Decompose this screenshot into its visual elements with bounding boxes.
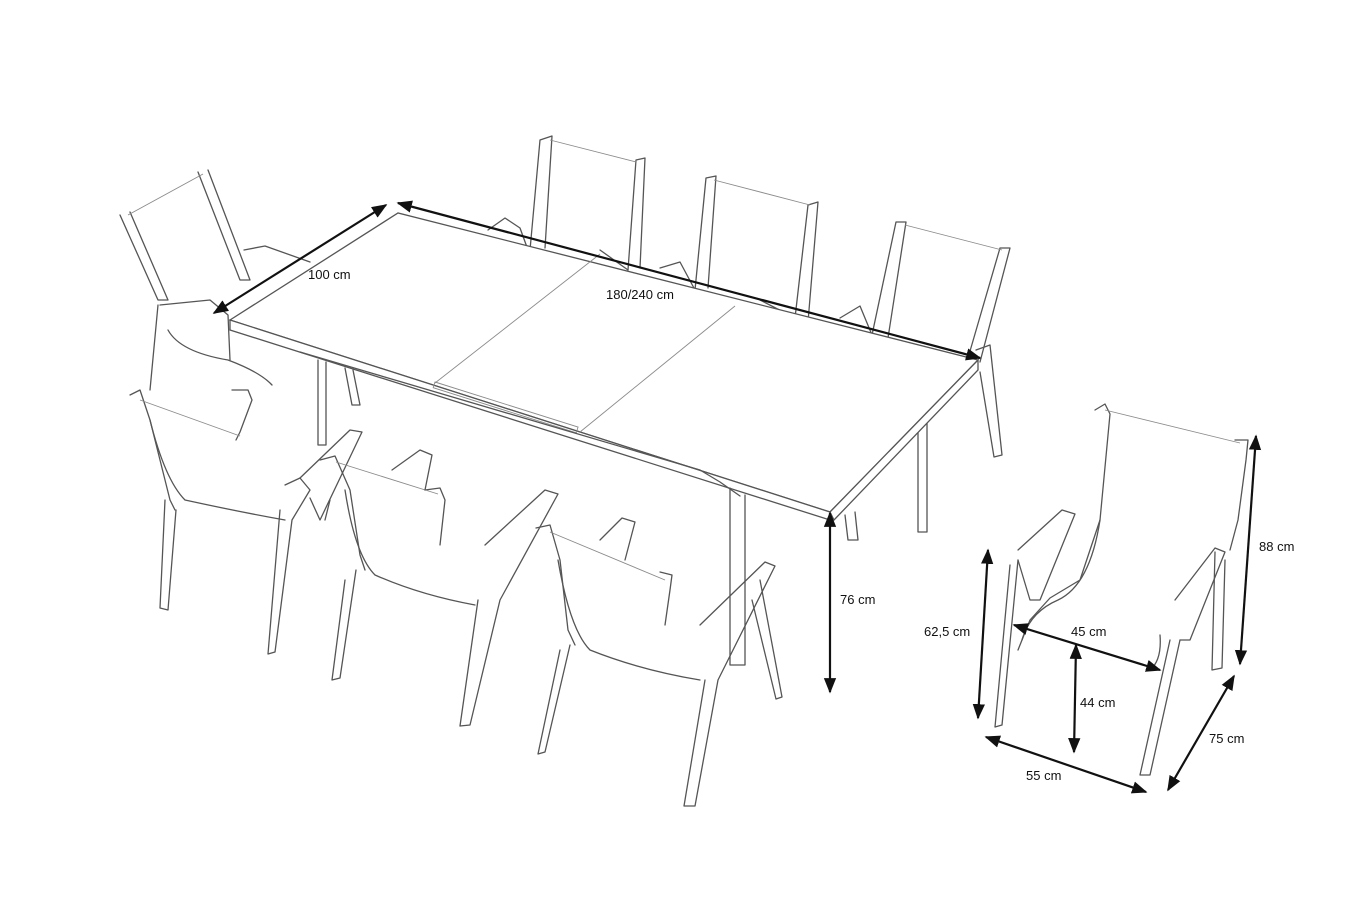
chair-front-row-2 xyxy=(319,449,559,727)
arrow-chair-width xyxy=(984,735,1148,794)
label-chair-height: 88 cm xyxy=(1259,539,1294,554)
arrow-seat-width xyxy=(1012,623,1162,672)
label-seat-width: 45 cm xyxy=(1071,624,1106,639)
label-table-width: 100 cm xyxy=(308,267,351,282)
arrow-seat-height xyxy=(1068,643,1082,754)
dimension-arrows xyxy=(212,200,1262,794)
arrow-chair-depth xyxy=(1167,674,1235,792)
label-armrest-height: 62,5 cm xyxy=(924,624,970,639)
arrow-armrest-height xyxy=(972,548,994,720)
label-seat-height: 44 cm xyxy=(1080,695,1115,710)
chair-left-end xyxy=(119,169,311,391)
arrow-table-width xyxy=(212,204,388,314)
label-table-length: 180/240 cm xyxy=(606,287,674,302)
label-chair-depth: 75 cm xyxy=(1209,731,1244,746)
chair-front-row-1 xyxy=(129,389,363,655)
dimension-labels: 100 cm 180/240 cm 76 cm 88 cm 62,5 cm 45… xyxy=(308,267,1294,783)
arrow-chair-height xyxy=(1234,434,1262,666)
arrow-table-length xyxy=(396,200,982,361)
label-chair-width: 55 cm xyxy=(1026,768,1061,783)
label-table-height: 76 cm xyxy=(840,592,875,607)
chair-front-row-3 xyxy=(535,517,783,807)
